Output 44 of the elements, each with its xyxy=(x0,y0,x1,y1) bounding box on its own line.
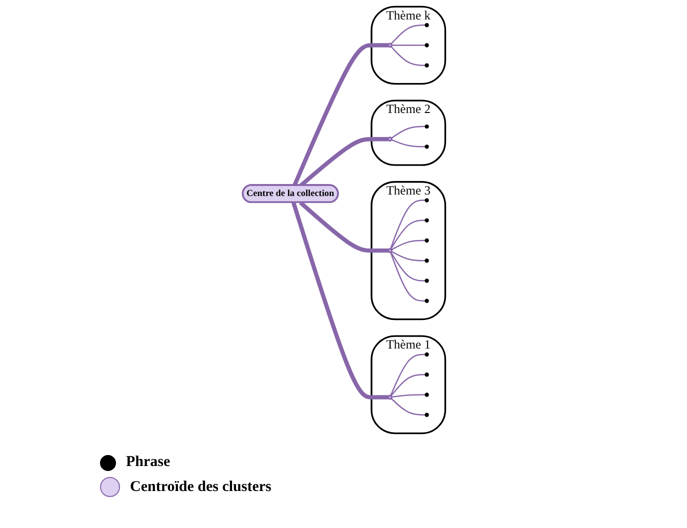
node-circle xyxy=(424,63,428,68)
connector xyxy=(390,252,425,282)
cluster: Thème 1 xyxy=(370,335,446,434)
cluster: Thème 2 xyxy=(370,100,446,166)
connector xyxy=(390,398,425,416)
connector xyxy=(298,201,388,253)
node-circle xyxy=(386,42,392,48)
node-circle xyxy=(424,278,428,283)
cluster: Thème k xyxy=(370,6,446,85)
node-circle xyxy=(424,43,428,48)
node-circle xyxy=(424,238,428,243)
connector xyxy=(299,137,388,187)
connector xyxy=(292,43,388,186)
node-circle xyxy=(386,394,392,400)
connector xyxy=(390,240,425,250)
node-circle xyxy=(386,136,392,142)
cluster: Thème 3 xyxy=(370,181,446,320)
node-circle xyxy=(424,198,428,202)
node-circle xyxy=(424,298,428,303)
connector xyxy=(390,250,425,262)
node-circle xyxy=(424,23,428,28)
legend-label: Phrase xyxy=(126,454,170,471)
connector xyxy=(391,394,425,398)
connector xyxy=(390,374,425,396)
connector xyxy=(390,354,425,396)
node-circle xyxy=(424,412,428,417)
node-circle xyxy=(424,352,428,357)
node-circle xyxy=(424,124,428,129)
node-circle xyxy=(424,258,428,263)
connector xyxy=(390,126,425,139)
connector xyxy=(391,44,425,46)
connector xyxy=(390,220,425,250)
connector xyxy=(389,200,425,250)
connector xyxy=(390,24,425,44)
node-circle xyxy=(424,392,428,397)
node-circle xyxy=(424,372,428,377)
node-circle xyxy=(424,144,428,149)
connector xyxy=(389,252,425,302)
node-circle xyxy=(386,248,392,254)
connector xyxy=(291,202,388,400)
node-circle xyxy=(424,218,428,222)
legend-label: Centroïde des clusters xyxy=(130,478,272,496)
connector xyxy=(390,139,425,148)
connector xyxy=(390,46,425,66)
